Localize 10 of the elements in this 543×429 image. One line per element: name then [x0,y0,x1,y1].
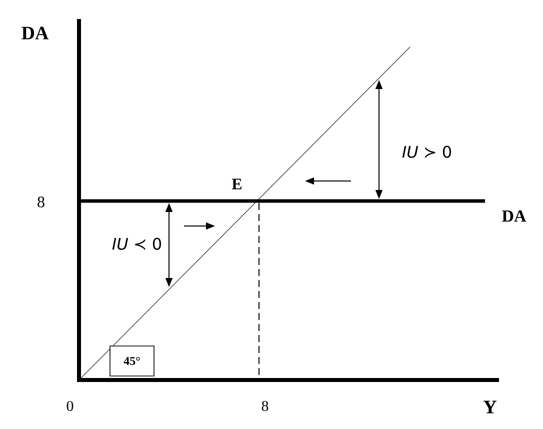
gap-label: IU ≺ 0 [112,238,162,250]
line-label: DA [502,210,526,222]
point-label: E [232,178,242,190]
gap-label: IU ≻ 0 [402,146,452,158]
tick-label: 0 [66,400,74,412]
angle-box: 45° [110,346,154,376]
tick-label: 8 [38,196,44,208]
axis-label: DA [22,26,49,40]
tick-label: 8 [262,400,268,412]
axis-label: Y [483,400,496,414]
